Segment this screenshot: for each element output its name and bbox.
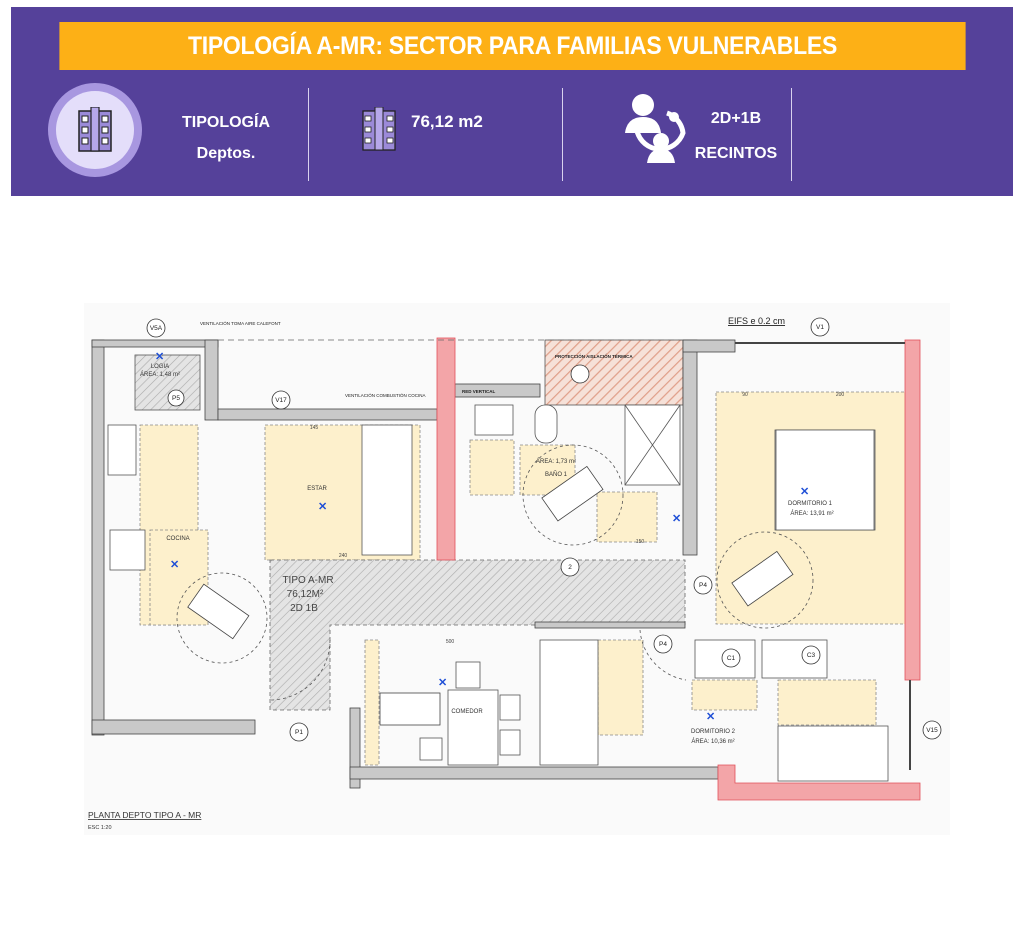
tag-p1: P1 [295, 729, 303, 736]
room-dorm2-area: ÁREA: 10,36 m² [691, 738, 734, 745]
tag-v17: V17 [275, 397, 287, 404]
thermal-protection-area [544, 339, 684, 406]
red-vertical-note: RED VERTICAL [462, 389, 496, 394]
building-icon-badge [48, 83, 142, 177]
dimension: 240 [339, 553, 348, 559]
page-title: TIPOLOGÍA A-MR: SECTOR PARA FAMILIAS VUL… [59, 22, 966, 70]
room-dorm2: DORMITORIO 2 [691, 729, 736, 735]
room-estar: ESTAR [307, 486, 327, 492]
svg-text:✕: ✕ [155, 351, 164, 363]
room-dorm1-area: ÁREA: 13,91 m² [790, 510, 833, 517]
tag-p5: P5 [172, 395, 180, 402]
wheelchair-icon [187, 465, 794, 726]
divider [562, 88, 563, 181]
floor-plan: ✕ ✕ ✕ ✕ ✕ ✕ ✕ V5A V17 V1 V15 P1 P4 P4 P5 C1 C… [84, 303, 950, 835]
plan-title: PLANTA DEPTO TIPO A - MR [88, 810, 201, 820]
column-red [904, 339, 921, 681]
rooms-value: 2D+1B [710, 110, 762, 127]
typology-label: TIPOLOGÍA [182, 114, 270, 131]
svg-text:✕: ✕ [170, 559, 179, 571]
room-logia-area: ÁREA: 1,48 m² [140, 371, 180, 378]
eifs-note: EIFS e 0.2 cm [728, 316, 785, 326]
typology-value: Deptos. [196, 145, 256, 162]
floor-plan-drawing: ✕ ✕ ✕ ✕ ✕ ✕ ✕ V5A V17 V1 V15 P1 P4 P4 P5 C1 C… [88, 316, 942, 831]
svg-text:✕: ✕ [318, 501, 327, 513]
room-cocina: COCINA [166, 536, 189, 542]
tag-c1: C1 [727, 655, 736, 662]
protection-note: PROTECCIÓN AISLACIÓN TÉRMICA [555, 352, 633, 359]
walls [91, 339, 736, 789]
dimension: 500 [446, 639, 455, 645]
building-small-icon [362, 107, 396, 151]
dimension: 90 [742, 392, 748, 398]
unit-program: 2D 1B [290, 603, 318, 614]
family-icon [625, 94, 686, 163]
dimension: 145 [310, 425, 319, 431]
vent-cocina-note: VENTILACIÓN COMBUSTIÓN COCINA [345, 392, 426, 398]
room-bano: BAÑO 1 [545, 471, 568, 478]
room-logia: LOGIA [151, 364, 169, 370]
vent-toma-note: VENTILACIÓN TOMA AIRE CALEFONT [200, 320, 281, 326]
plan-scale: ESC 1:20 [88, 825, 112, 831]
dimension: 200 [836, 392, 845, 398]
building-icon [78, 107, 112, 152]
tag-p4: P4 [659, 641, 667, 648]
rooms-label: RECINTOS [694, 145, 778, 162]
tag-p4: P4 [699, 582, 707, 589]
tag-2: 2 [568, 564, 572, 571]
tag-v15: V15 [926, 727, 938, 734]
svg-text:✕: ✕ [800, 486, 809, 498]
svg-text:✕: ✕ [672, 513, 681, 525]
svg-text:✕: ✕ [706, 711, 715, 723]
logia-area [134, 354, 201, 411]
header-panel: TIPOLOGÍA A-MR: SECTOR PARA FAMILIAS VUL… [11, 7, 1013, 196]
dimension: 150 [636, 539, 645, 545]
tag-c3: C3 [807, 652, 816, 659]
area-value: 76,12 m2 [411, 112, 483, 131]
circulation-area [269, 559, 686, 711]
divider [308, 88, 309, 181]
room-bano-area: ÁREA: 1,73 m² [536, 458, 576, 465]
divider [791, 88, 792, 181]
room-comedor: COMEDOR [451, 709, 483, 715]
unit-name: TIPO A-MR [282, 575, 333, 586]
svg-text:✕: ✕ [438, 677, 447, 689]
tag-v5a: V5A [150, 325, 163, 332]
room-dorm1: DORMITORIO 1 [788, 501, 833, 507]
tag-v1: V1 [816, 324, 824, 331]
column-red [436, 337, 456, 561]
unit-area: 76,12M² [287, 589, 324, 600]
